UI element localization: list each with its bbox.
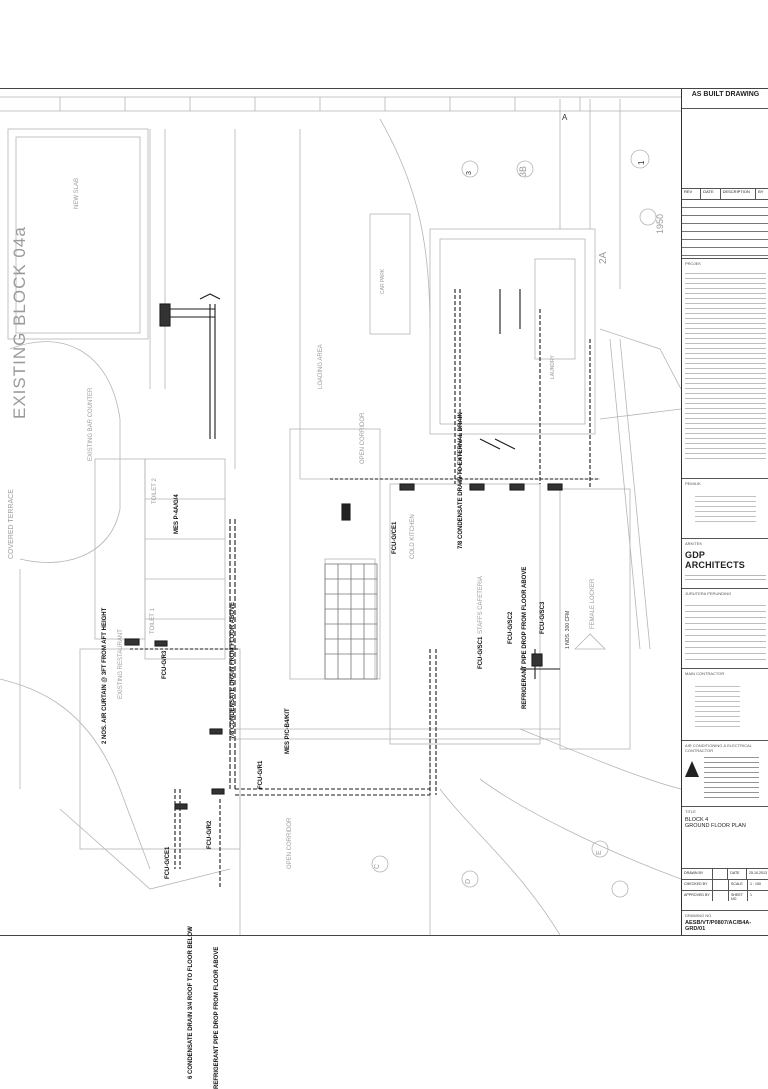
architect-name: GDP ARCHITECTS (685, 550, 745, 570)
contractor-text (695, 682, 740, 730)
fcu-label-2: FCU-G/SC1 (478, 636, 484, 669)
fcu-label-8: FCU-G/CE1 (165, 846, 171, 879)
grid-3-bubble: 3 (466, 171, 473, 175)
rev-col-description: DESCRIPTION (721, 189, 757, 199)
approved-by-label: APPROVED BY (684, 893, 710, 897)
fcu-label-3: FCU-G/SC2 (508, 611, 514, 644)
mes-kit-label: MES P/C-B4/KIT (285, 708, 291, 754)
owner-label: PEMILIK (685, 481, 701, 486)
bar-counter-label: EXISTING BAR COUNTER (88, 387, 94, 461)
grid-d-bubble: D (465, 878, 472, 884)
project-description-text (685, 269, 766, 459)
engineer-text (685, 600, 766, 660)
refrigerant-note-2: REFRIGERANT PIPE DROP FROM FLOOR ABOVE (214, 946, 220, 1089)
me-contractor-text (704, 753, 759, 798)
grid-3b-bubble: 3B (518, 165, 528, 177)
car-park-label: CAR PARK (380, 268, 386, 294)
fcu-label-6: FCU-G/R2 (207, 820, 213, 849)
sheet-no-label: SHEET NO (728, 891, 747, 901)
block-label: EXISTING BLOCK 04a (10, 226, 29, 419)
drawing-number-block: DRAWING NO AESB/VT/P0807/AC/B4A-GRD/01 (682, 911, 768, 935)
contractor-label: MAIN CONTRACTOR (685, 671, 725, 676)
sheet-title-line-2: GROUND FLOOR PLAN (685, 823, 746, 829)
owner-text (695, 492, 756, 522)
grid-1-bubble: 1 (637, 160, 646, 165)
as-built-title: AS BUILT DRAWING (691, 91, 760, 98)
drawing-sheet: EXISTING BLOCK 04a NEW SLAB COVERED TERR… (0, 88, 768, 1089)
restaurant-label: EXISTING RESTAURANT (118, 629, 124, 699)
floor-plan-linework (0, 96, 682, 936)
grid-a-bubble: A (562, 113, 568, 122)
dimension-1950: 1950 (655, 213, 665, 234)
drawing-number: AESB/VT/P0807/AC/B4A-GRD/01 (685, 920, 752, 932)
new-slab-label: NEW SLAB (74, 177, 80, 209)
fcu-label-5: FCU-G/R1 (258, 760, 264, 789)
refrigerant-note-1: REFRIGERANT PIPE DROP FROM FLOOR ABOVE (522, 566, 528, 709)
architect-label: ARKITEK (685, 541, 703, 546)
me-contractor-block: AIR CONDITIONING & ELECTRICAL CONTRACTOR (682, 741, 768, 807)
contractor-block: MAIN CONTRACTOR (682, 669, 768, 741)
condensate-note-2: 7/8 CONDENSATE DRAIN FROM FLOOR ABOVE (230, 601, 236, 739)
air-curtain-note: 2 NOS. AIR CURTAIN @ 3FT FROM AFT HEIGHT (102, 607, 108, 744)
rev-col-date: DATE (701, 189, 721, 199)
drawn-by-label: DRAWN BY (684, 871, 704, 875)
cold-kitchen-label: COLD KITCHEN (410, 514, 416, 559)
project-label: PROJEK (685, 261, 702, 266)
covered-terrace-label: COVERED TERRACE (8, 489, 15, 559)
drawing-no-label: DRAWING NO (685, 913, 712, 918)
engineer-block: JURUTERA PERUNDING (682, 589, 768, 669)
project-block: PROJEK (682, 259, 768, 479)
signoff-table: DRAWN BY DATE 25.10.2013 CHECKED BY SCAL… (682, 869, 768, 911)
open-corridor-label-2: OPEN CORRIDOR (287, 817, 293, 869)
staff-cafeteria-label: STAFFS CAFETERIA (478, 576, 484, 634)
scale-label: SCALE (728, 880, 747, 890)
exhaust-note: 1 NOS. 300 CFM (565, 610, 571, 649)
revision-rows (682, 200, 768, 258)
title-block: AS BUILT DRAWING REV DATE DESCRIPTION BY… (681, 89, 768, 935)
loading-area-label: LOADING AREA (318, 344, 324, 389)
mes-unit-label: MES P-4A/G/4 (174, 494, 180, 534)
engineer-label: JURUTERA PERUNDING (685, 591, 732, 596)
date-value: 25.10.2013 (746, 869, 768, 879)
sheet-title-line-1: BLOCK 4 (685, 817, 709, 823)
company-logo (685, 761, 699, 777)
owner-block: PEMILIK (682, 479, 768, 539)
fcu-label-4: FCU-G/SC3 (540, 601, 546, 634)
toilet-2-label: TOILET 2 (152, 478, 158, 504)
date-label: DATE (727, 869, 746, 879)
floor-plan-drawing: EXISTING BLOCK 04a NEW SLAB COVERED TERR… (0, 89, 682, 1089)
condensate-note-1: 7/8 CONDENSATE DRAIN TO EXTERNAL DRAIN (458, 412, 464, 549)
sheet-no-value: 1 (747, 891, 754, 901)
fcu-label-7: FCU-G/R3 (162, 650, 168, 679)
scale-value: 1 : 100 (747, 880, 763, 890)
blank-notes-area (682, 109, 768, 189)
me-contractor-label: AIR CONDITIONING & ELECTRICAL CONTRACTOR (685, 743, 752, 753)
architect-block: ARKITEK GDP ARCHITECTS (682, 539, 768, 589)
as-built-header: AS BUILT DRAWING (682, 89, 768, 109)
revision-table: REV DATE DESCRIPTION BY (682, 189, 768, 259)
toilet-1-label: TOILET 1 (150, 608, 156, 634)
grid-2a-bubble: 2A (598, 251, 609, 264)
female-locker-label: FEMALE LOCKER (590, 578, 596, 629)
grid-c-bubble: C (374, 863, 381, 869)
laundry-label: LAUNDRY (550, 355, 556, 379)
architect-address (685, 572, 766, 580)
sheet-title-block: TITLE BLOCK 4 GROUND FLOOR PLAN (682, 807, 768, 869)
fcu-label-1: FCU-G/CE1 (392, 521, 398, 554)
rev-col-by: BY (758, 189, 764, 194)
sheet-title-label: TITLE (685, 809, 696, 814)
open-corridor-label-1: OPEN CORRIDOR (360, 412, 366, 464)
condensate-note-3: 6 CONDENSATE DRAIN 3/4 ROOF TO FLOOR BEL… (188, 926, 194, 1079)
checked-by-label: CHECKED BY (684, 882, 708, 886)
grid-e-bubble: E (596, 850, 603, 855)
rev-col-rev: REV (682, 189, 702, 199)
